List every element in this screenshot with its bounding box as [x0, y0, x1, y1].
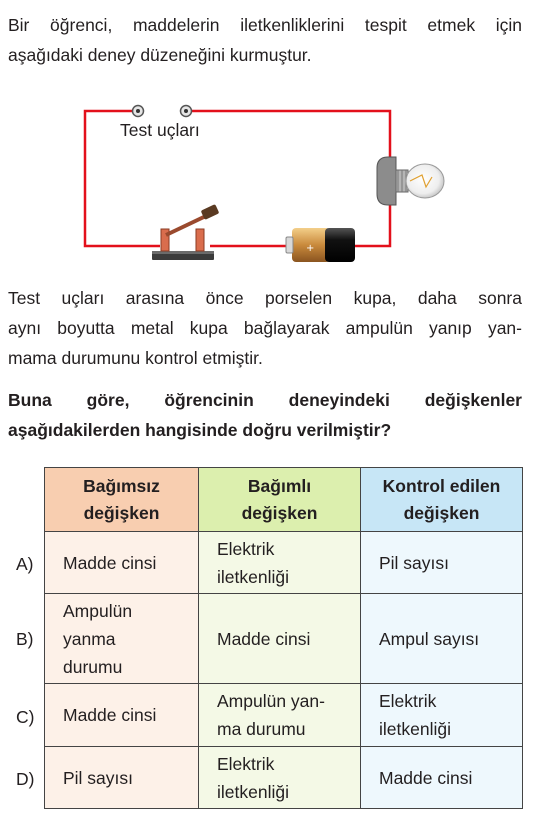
question-line-1: Buna göre, öğrencinin deneyindeki değişk… [8, 390, 522, 410]
battery: + [285, 228, 355, 262]
option-letter-a[interactable]: A) [16, 554, 34, 574]
question-line-2: aşağıdakilerden hangisinde doğru verilmi… [8, 420, 392, 440]
intro-line-2: aşağıdaki deney düzeneğini kurmuştur. [8, 45, 312, 65]
header-independent-variable: Bağımsız değişken [44, 467, 199, 532]
cell-dependent: Elektrik iletkenliği [198, 746, 361, 809]
cell-independent: Madde cinsi [44, 531, 199, 594]
cell-controlled: Pil sayısı [360, 531, 523, 594]
option-letter-d[interactable]: D) [16, 769, 35, 789]
cell-independent: Pil sayısı [44, 746, 199, 809]
cell-independent: Madde cinsi [44, 683, 199, 747]
cell-dependent: Ampulün yan- ma durumu [198, 683, 361, 747]
cell-independent: Ampulün yanma durumu [44, 593, 199, 684]
cell-controlled: Ampul sayısı [360, 593, 523, 684]
test-terminal-right [179, 104, 193, 118]
option-letter-b[interactable]: B) [16, 629, 34, 649]
explanation-paragraph: Test uçları arasına önce porselen kupa, … [8, 283, 522, 373]
header-controlled-variable: Kontrol edilen değişken [360, 467, 523, 532]
test-terminal-left [131, 104, 145, 118]
light-bulb [376, 156, 445, 206]
header-dependent-variable: Bağımlı değişken [198, 467, 361, 532]
cell-controlled: Elektrik iletkenliği [360, 683, 523, 747]
circuit-diagram: + [83, 104, 445, 262]
knife-switch [152, 204, 219, 260]
cell-controlled: Madde cinsi [360, 746, 523, 809]
options-table: Bağımsız değişken Bağımlı değişken Kontr… [44, 467, 523, 809]
option-row-d[interactable]: Pil sayısı Elektrik iletkenliği Madde ci… [44, 746, 523, 809]
cell-dependent: Madde cinsi [198, 593, 361, 684]
circuit-wires [83, 109, 392, 248]
option-row-c[interactable]: Madde cinsi Ampulün yan- ma durumu Elekt… [44, 683, 523, 747]
cell-dependent: Elektrik iletkenliği [198, 531, 361, 594]
question-stem: Buna göre, öğrencinin deneyindeki değişk… [8, 385, 522, 445]
explanation-line-1: Test uçları arasına önce porselen kupa, … [8, 288, 522, 308]
intro-line-1: Bir öğrenci, maddelerin iletkenliklerini… [8, 15, 522, 35]
svg-text:+: + [306, 243, 314, 254]
explanation-line-3: mama durumunu kontrol etmiştir. [8, 348, 263, 368]
option-letter-c[interactable]: C) [16, 707, 35, 727]
option-row-b[interactable]: Ampulün yanma durumu Madde cinsi Ampul s… [44, 593, 523, 684]
test-leads-label: Test uçları [120, 120, 200, 140]
table-header-row: Bağımsız değişken Bağımlı değişken Kontr… [44, 467, 523, 532]
explanation-line-2: aynı boyutta metal kupa bağlayarak ampul… [8, 318, 522, 338]
intro-paragraph: Bir öğrenci, maddelerin iletkenliklerini… [8, 10, 522, 70]
option-row-a[interactable]: Madde cinsi Elektrik iletkenliği Pil say… [44, 531, 523, 594]
